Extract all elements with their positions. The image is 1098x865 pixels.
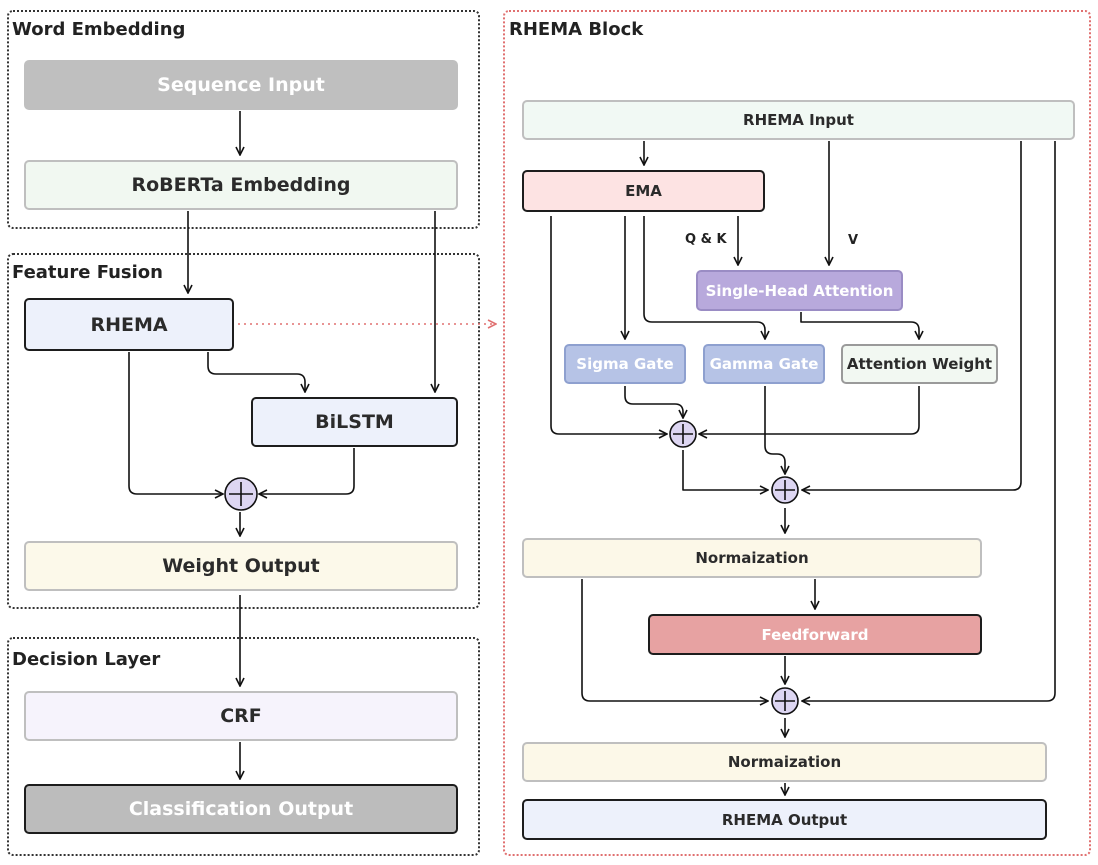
roberta-embedding-node: RoBERTa Embedding (24, 160, 458, 210)
normalization-1-node: Normaization (522, 538, 982, 578)
sequence-input-node: Sequence Input (24, 60, 458, 110)
arrow-norm1-to-adder3 (581, 579, 768, 701)
arrow-weight-to-adder1 (699, 386, 920, 434)
arrow-rhema-to-bilstm (207, 352, 305, 392)
attention-weight-node: Attention Weight (841, 344, 998, 384)
normalization-2-node: Normaization (522, 742, 1047, 782)
ema-node: EMA (522, 170, 765, 212)
rhema-input-node: RHEMA Input (522, 100, 1075, 140)
single-head-attention-node: Single-Head Attention (696, 270, 903, 311)
word-embedding-group (7, 10, 480, 229)
qk-label: Q & K (685, 232, 727, 247)
crf-node: CRF (24, 691, 458, 741)
feedforward-node: Feedforward (648, 614, 982, 655)
arrow-ema-to-adder1 (550, 216, 667, 434)
arrow-input-to-adder3 (802, 141, 1056, 701)
rhema-block-title: RHEMA Block (509, 19, 644, 40)
v-label: V (848, 233, 859, 248)
arrow-ema-to-gamma (643, 216, 765, 339)
word-embedding-title: Word Embedding (12, 19, 186, 40)
arrow-gamma-to-adder2 (764, 386, 785, 474)
adder-1 (669, 420, 697, 448)
adder-2 (771, 476, 799, 504)
weight-output-node: Weight Output (24, 541, 458, 591)
arrow-bilstm-to-adder (259, 448, 355, 494)
rhema-output-node: RHEMA Output (522, 799, 1047, 840)
adder-left (224, 477, 258, 511)
sigma-gate-node: Sigma Gate (564, 344, 686, 384)
arrow-rhema-to-adder (128, 352, 223, 494)
arrow-sigma-to-adder1 (624, 386, 683, 418)
adder-3 (771, 687, 799, 715)
arrow-adder1-to-adder2 (682, 450, 768, 490)
decision-layer-title: Decision Layer (12, 649, 161, 670)
feature-fusion-group (7, 253, 480, 609)
rhema-block-group (503, 10, 1091, 856)
classification-output-node: Classification Output (24, 784, 458, 834)
arrow-attention-to-weight (800, 312, 919, 339)
decision-layer-group (7, 637, 480, 856)
feature-fusion-title: Feature Fusion (12, 262, 163, 283)
arrow-input-to-adder2 (802, 141, 1022, 490)
rhema-node: RHEMA (24, 298, 234, 351)
bilstm-node: BiLSTM (251, 397, 458, 447)
gamma-gate-node: Gamma Gate (703, 344, 825, 384)
